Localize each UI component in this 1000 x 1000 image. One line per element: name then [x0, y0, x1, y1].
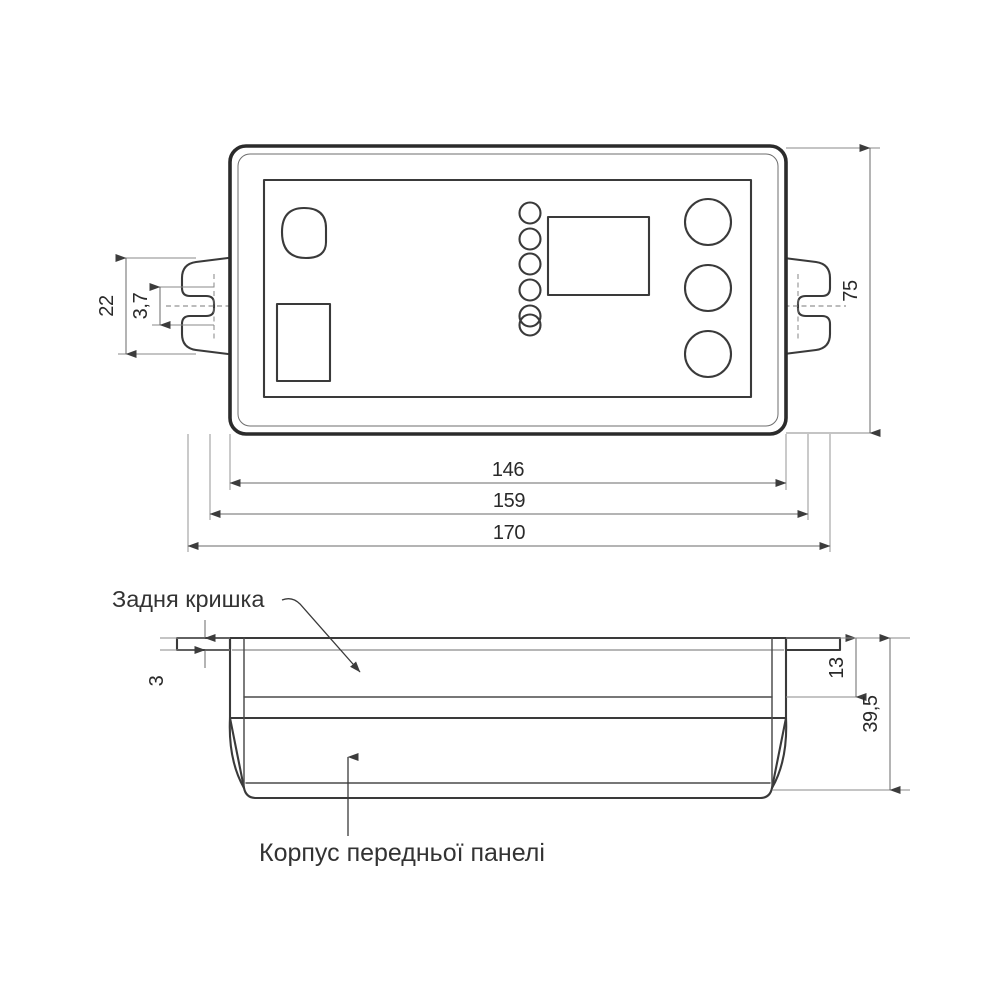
led-indicator-3[interactable] [518, 252, 542, 276]
dimension-clip-span-22: 22 [96, 254, 196, 358]
dimension-width-159: 159 [209, 434, 809, 520]
dimension-label-13: 13 [826, 657, 848, 679]
callout-front-panel-body: Корпус передньої панелі [259, 753, 545, 867]
display-window[interactable] [546, 215, 651, 297]
dimension-label-3: 3 [146, 675, 168, 686]
dimension-depth-39-5: 39,5 [772, 634, 910, 794]
front-panel-view: 22 3,7 75 146 [96, 144, 881, 552]
dimension-flange-3: 3 [146, 620, 230, 686]
led-indicator-6[interactable] [518, 313, 542, 337]
terminal-connector[interactable] [275, 302, 332, 383]
front-button-3[interactable] [683, 329, 733, 379]
front-bezel-outline [228, 144, 788, 436]
front-bezel-inner-edge [237, 153, 779, 427]
side-corner-left [228, 716, 246, 790]
led-indicator-5[interactable] [518, 304, 542, 328]
led-indicator-column [518, 201, 542, 337]
rotary-knob[interactable] [280, 206, 328, 260]
dimension-label-3-7: 3,7 [130, 292, 152, 319]
front-panel-body [228, 716, 788, 800]
dimension-label-146: 146 [492, 459, 524, 481]
front-button-1[interactable] [683, 197, 733, 247]
dimension-width-170: 170 [187, 434, 831, 552]
button-column [683, 197, 733, 379]
dimension-label-39-5: 39,5 [860, 695, 882, 733]
callout-back-cover: Задня кришка [112, 586, 361, 673]
led-indicator-1[interactable] [518, 201, 542, 225]
front-panel-face [262, 178, 753, 399]
callout-label-front-panel-body: Корпус передньої панелі [259, 839, 545, 867]
side-section-view: Задня кришка Корпус передньої панелі 3 [112, 586, 910, 867]
dimension-label-75: 75 [840, 280, 862, 302]
front-button-2[interactable] [683, 263, 733, 313]
led-indicator-2[interactable] [518, 227, 542, 251]
dimension-clip-notch-37: 3,7 [130, 283, 214, 329]
dimension-label-22: 22 [96, 295, 118, 317]
mounting-clip-left [166, 256, 236, 356]
dimension-label-170: 170 [493, 522, 525, 544]
dimension-height-75: 75 [786, 144, 881, 437]
led-indicator-4[interactable] [518, 278, 542, 302]
dimension-label-159: 159 [493, 490, 525, 512]
side-corner-right [770, 716, 788, 790]
dimension-width-146: 146 [229, 434, 787, 490]
callout-label-back-cover: Задня кришка [112, 586, 265, 612]
